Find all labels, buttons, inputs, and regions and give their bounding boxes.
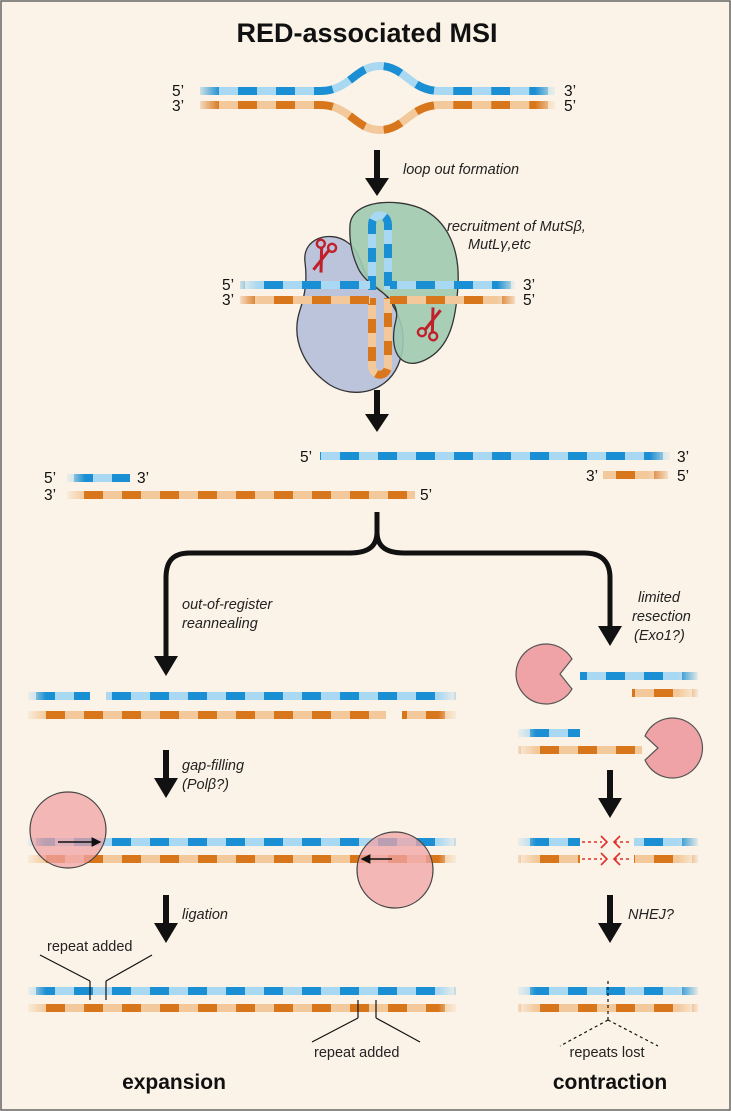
step-recruitment-line1: recruitment of MutSβ,	[447, 219, 586, 235]
arrow-down	[154, 750, 178, 798]
arrow-down	[365, 150, 389, 196]
step-limited-resection-line2: resection	[632, 609, 691, 625]
label-3prime: 3’	[137, 470, 149, 487]
mutsb-protein	[296, 235, 404, 393]
label-5prime: 5’	[523, 292, 535, 309]
label-5prime: 5’	[44, 470, 56, 487]
cleaved-products	[63, 449, 674, 502]
exonuclease-pacman-icon	[515, 643, 573, 705]
outcome-contraction: contraction	[553, 1071, 667, 1094]
step-loop-out-formation: loop out formation	[403, 162, 519, 178]
nhej-intermediate	[514, 835, 700, 867]
label-3prime: 3’	[564, 83, 576, 100]
step-out-of-register-line2: reannealing	[182, 616, 258, 632]
step-recruitment-line2: MutLγ,etc	[468, 237, 532, 253]
contracted-duplex	[514, 981, 700, 1047]
arrow-down	[598, 895, 622, 943]
arrow-down	[598, 770, 622, 818]
label-5prime: 5’	[420, 487, 432, 504]
reannealed-duplex	[24, 689, 460, 723]
label-3prime: 3’	[222, 292, 234, 309]
polymerase-circle-icon	[29, 791, 107, 869]
label-3prime: 3’	[677, 449, 689, 466]
annotation-repeat-added: repeat added	[314, 1045, 399, 1061]
label-3prime: 3’	[172, 98, 184, 115]
expanded-duplex	[24, 954, 460, 1043]
mutsb-mutlg-complex	[236, 201, 519, 393]
label-3prime: 3’	[586, 468, 598, 485]
label-5prime: 5’	[222, 277, 234, 294]
label-5prime: 5’	[564, 98, 576, 115]
loop-out-dna	[195, 61, 560, 135]
scissors-icon	[312, 238, 338, 273]
arrow-down	[154, 895, 178, 943]
step-out-of-register-line1: out-of-register	[182, 597, 273, 613]
annotation-repeat-added: repeat added	[47, 939, 132, 955]
branch-connector	[154, 512, 622, 676]
label-5prime: 5’	[677, 468, 689, 485]
annotation-repeats-lost: repeats lost	[570, 1045, 645, 1061]
diagram-title: RED-associated MSI	[236, 18, 497, 48]
step-nhej: NHEJ?	[628, 907, 675, 923]
step-ligation: ligation	[182, 907, 228, 923]
gap-filling-duplex	[24, 791, 460, 909]
scissors-icon	[416, 307, 442, 342]
step-gap-filling-line1: gap-filling	[182, 758, 244, 774]
step-limited-resection-line3: (Exo1?)	[634, 628, 685, 644]
label-5prime: 5’	[172, 83, 184, 100]
step-limited-resection-line1: limited	[638, 590, 681, 606]
exonuclease-pacman-icon	[644, 717, 704, 779]
outcome-expansion: expansion	[122, 1071, 226, 1094]
step-gap-filling-line2: (Polβ?)	[182, 777, 229, 793]
label-5prime: 5’	[300, 449, 312, 466]
label-3prime: 3’	[523, 277, 535, 294]
resection-products	[514, 643, 704, 779]
polymerase-circle-icon	[356, 831, 434, 909]
label-3prime: 3’	[44, 487, 56, 504]
arrow-down	[365, 390, 389, 432]
